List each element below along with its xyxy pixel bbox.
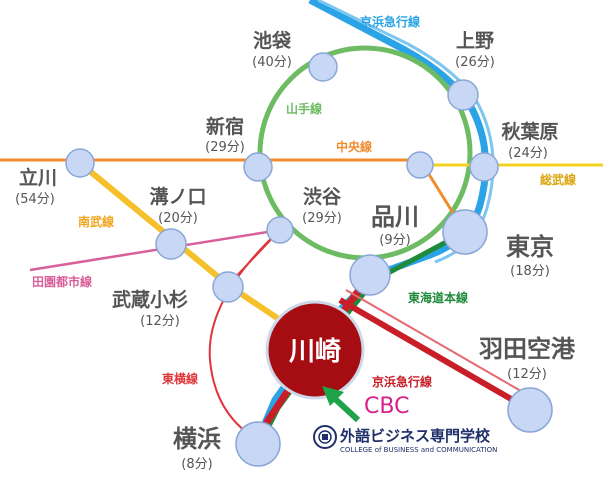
node-musashikosugi — [212, 271, 244, 303]
station-mizonokuchi-name: 溝ノ口 — [149, 185, 206, 208]
line-label-keihin-bottom: 京浜急行線 — [372, 374, 432, 389]
station-musashikosugi-name: 武蔵小杉 — [112, 288, 188, 311]
station-tokyo-time: (18分) — [510, 264, 550, 279]
line-label-tokaido: 東海道本線 — [408, 290, 468, 305]
station-ikebukuro-name: 池袋 — [253, 29, 292, 52]
line-label-keihin-top: 京浜急行線 — [360, 14, 420, 29]
station-ueno-name: 上野 — [456, 30, 494, 52]
node-kawasaki — [265, 300, 365, 400]
station-tachikawa-name: 立川 — [19, 166, 57, 189]
line-keikyu-airport — [338, 297, 532, 413]
station-ikebukuro-time: (40分) — [252, 55, 292, 70]
node-ikebukuro — [308, 52, 338, 82]
node-shinjuku — [243, 152, 273, 182]
station-ueno-time: (26分) — [455, 55, 495, 70]
station-shinagawa-name: 品川 — [371, 203, 419, 231]
node-yokohama — [235, 421, 281, 467]
node-akihabara — [469, 152, 499, 182]
station-musashikosugi-time: (12分) — [140, 314, 180, 329]
station-yokohama-time: (8分) — [181, 457, 212, 472]
station-shinagawa-time: (9分) — [379, 233, 410, 248]
station-kawasaki-name: 川崎 — [289, 337, 341, 367]
node-shinagawa — [349, 254, 391, 296]
station-haneda-time: (12分) — [507, 367, 547, 382]
station-akihabara-name: 秋葉原 — [501, 120, 558, 143]
node-chuo-transfer — [406, 151, 434, 179]
station-haneda-name: 羽田空港 — [479, 335, 576, 363]
station-shibuya-name: 渋谷 — [303, 185, 342, 208]
station-akihabara-time: (24分) — [508, 146, 548, 161]
station-shinjuku-name: 新宿 — [206, 115, 244, 138]
line-label-sobu: 総武線 — [540, 172, 576, 187]
logo-cbc-brand: CBC — [364, 394, 409, 419]
line-label-chuo: 中央線 — [336, 139, 372, 154]
arrow-icon — [322, 386, 361, 423]
station-tachikawa-time: (54分) — [15, 192, 55, 207]
station-shibuya-time: (29分) — [302, 211, 342, 226]
node-tokyo — [442, 209, 488, 255]
school-emblem-icon — [313, 425, 337, 449]
station-yokohama-name: 横浜 — [173, 425, 221, 453]
station-mizonokuchi-time: (20分) — [158, 211, 198, 226]
station-shinjuku-time: (29分) — [205, 140, 245, 155]
line-label-yamanote: 山手線 — [286, 101, 322, 116]
node-tachikawa — [65, 148, 95, 178]
node-shibuya — [266, 216, 294, 244]
logo-school-name: 外語ビジネス専門学校 — [339, 427, 491, 445]
line-keikyu-airport-inner — [345, 289, 534, 399]
line-denentoshi — [29, 228, 281, 272]
logo-school-en: COLLEGE of BUSINESS and COMMUNICATION — [340, 446, 497, 454]
line-label-toyoko: 東横線 — [162, 371, 198, 386]
line-label-nambu: 南武線 — [78, 214, 114, 229]
node-ueno — [447, 79, 479, 111]
line-label-denentoshi: 田園都市線 — [32, 274, 92, 289]
node-mizonokuchi — [155, 228, 187, 260]
node-haneda — [507, 387, 553, 433]
station-tokyo-name: 東京 — [506, 233, 554, 261]
